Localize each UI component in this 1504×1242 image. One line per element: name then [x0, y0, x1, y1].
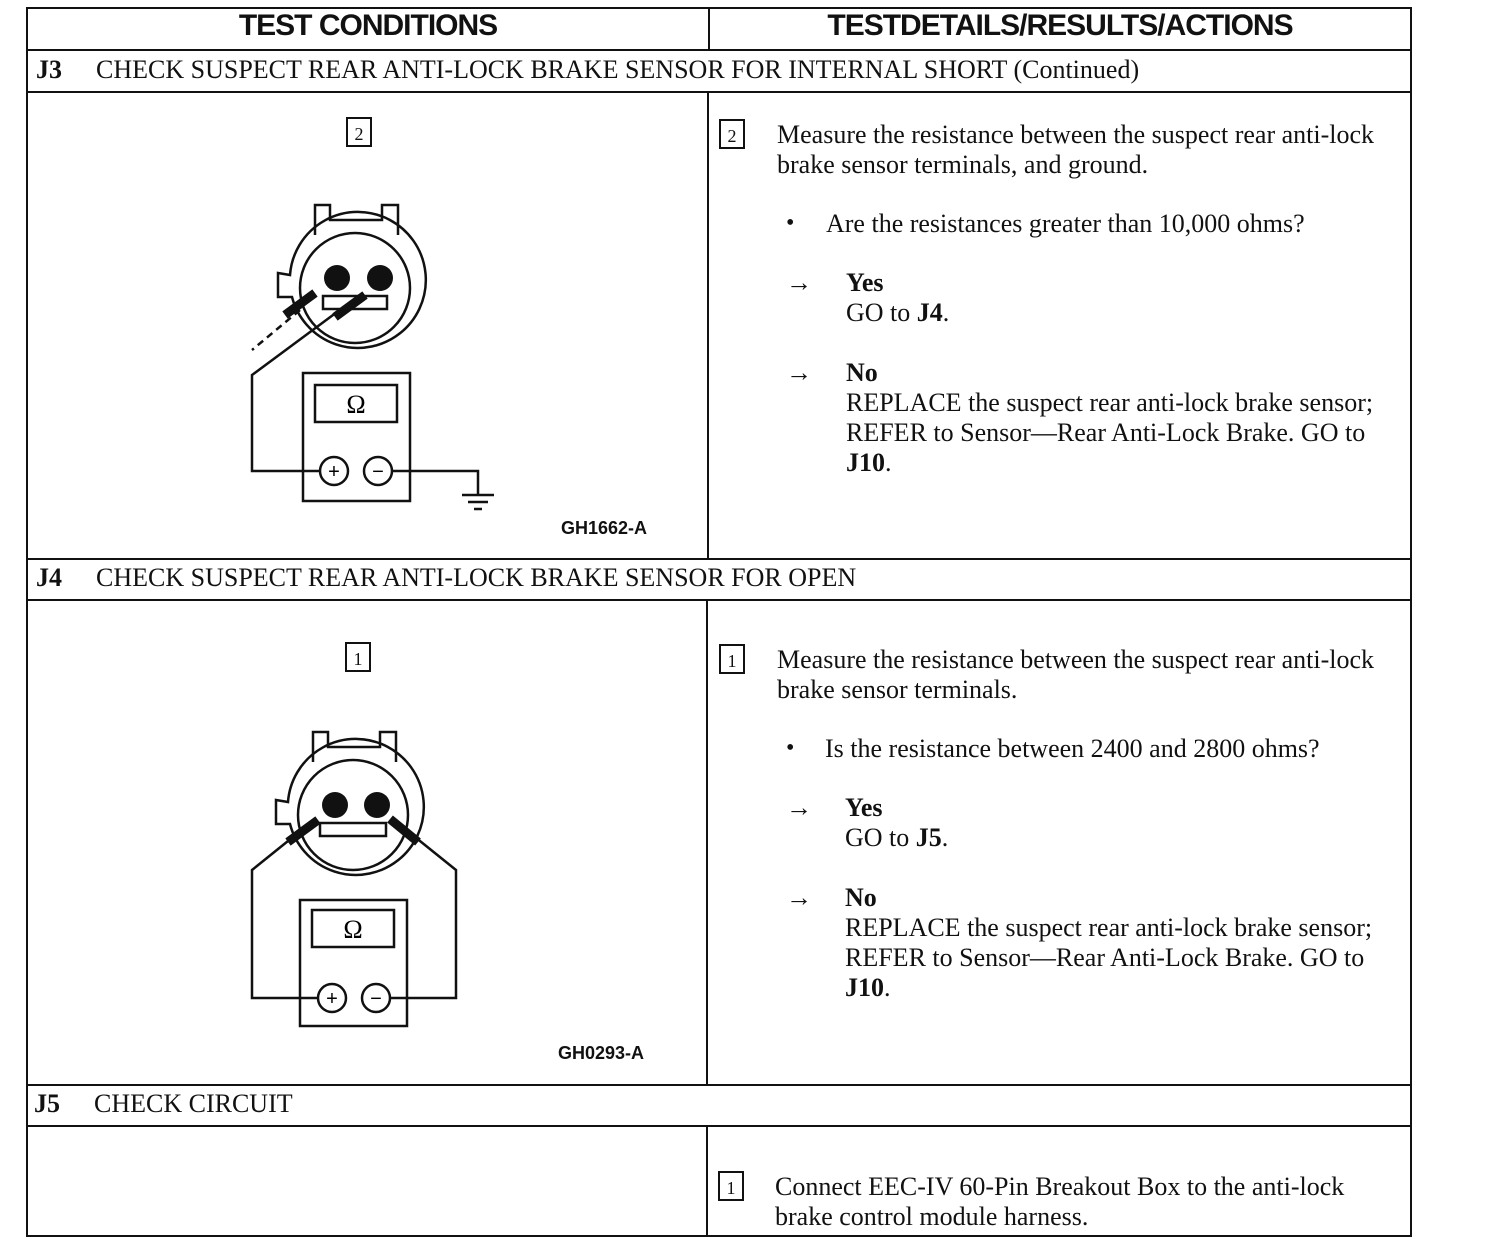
j4-figure-code: GH0293-A — [558, 1043, 645, 1063]
j5-section-title-text: CHECK CIRCUIT — [94, 1089, 293, 1118]
j3-yes-label: Yes — [846, 268, 884, 297]
j3-instruction: Measure the resistance between the suspe… — [777, 120, 1375, 179]
j4-yes-action-prefix: GO to — [845, 823, 916, 852]
j4-no-answer: No REPLACE the suspect rear anti-lock br… — [845, 883, 1395, 1003]
j3-meter-minus-symbol: − — [372, 461, 384, 483]
j4-instruction: Measure the resistance between the suspe… — [777, 645, 1375, 704]
j4-meter-plus-symbol: + — [326, 988, 338, 1010]
j4-column-divider — [706, 599, 708, 1085]
j5-step-box: 1 — [718, 1171, 744, 1201]
j3-figure-step-box: 2 — [346, 117, 372, 147]
j4-meter-display-symbol: Ω — [343, 915, 362, 944]
header-test-details: TESTDETAILS/RESULTS/ACTIONS — [827, 9, 1293, 42]
j5-instruction: Connect EEC-IV 60-Pin Breakout Box to th… — [775, 1172, 1345, 1231]
j4-yes-label: Yes — [845, 793, 883, 822]
j4-section-title-text: CHECK SUSPECT REAR ANTI-LOCK BRAKE SENSO… — [96, 563, 857, 592]
j3-sensor-ohmmeter-diagram: Ω + − — [250, 203, 494, 511]
j4-title-bottom-border — [26, 599, 1412, 601]
j3-yes-action-period: . — [942, 298, 950, 327]
j3-question: Are the resistances greater than 10,000 … — [826, 209, 1305, 238]
j4-yes-action-period: . — [941, 823, 949, 852]
j4-yes-answer: Yes GO to J5. — [845, 793, 948, 853]
j3-yes-action-prefix: GO to — [846, 298, 917, 327]
j3-figure-code: GH1662-A — [561, 518, 648, 538]
j3-no-action: REPLACE the suspect rear anti-lock brake… — [846, 388, 1374, 447]
j4-no-action: REPLACE the suspect rear anti-lock brake… — [845, 913, 1373, 972]
j5-title-bottom-border — [26, 1125, 1412, 1127]
j3-yes-arrow: → — [786, 268, 812, 297]
j4-section-id: J4 — [36, 563, 62, 592]
j4-meter-minus-symbol: − — [370, 988, 382, 1010]
j3-meter-display-symbol: Ω — [346, 390, 365, 419]
j3-no-arrow: → — [786, 358, 812, 387]
j4-no-arrow: → — [786, 883, 812, 912]
j4-no-action-ref: J10 — [845, 973, 884, 1002]
j3-column-divider — [707, 91, 709, 559]
j4-question: Is the resistance between 2400 and 2800 … — [825, 734, 1320, 763]
j3-yes-action-ref: J4 — [916, 298, 943, 327]
j4-no-action-period: . — [884, 973, 891, 1002]
j5-column-divider — [706, 1125, 708, 1237]
j5-title-top-border — [26, 1084, 1412, 1086]
table-left-border — [26, 7, 28, 1237]
j4-figure-step-box: 1 — [345, 642, 371, 672]
j4-title-top-border — [26, 558, 1412, 560]
j4-section-title: J4 CHECK SUSPECT REAR ANTI-LOCK BRAKE SEN… — [36, 563, 856, 593]
j4-yes-action-ref: J5 — [915, 823, 942, 852]
header-test-conditions: TEST CONDITIONS — [238, 9, 498, 42]
j3-bullet: • — [786, 210, 795, 236]
j5-section-id: J5 — [34, 1089, 60, 1118]
j3-section-id: J3 — [36, 55, 62, 84]
j4-sensor-ohmmeter-diagram: Ω + − — [250, 730, 458, 1028]
j3-title-bottom-border — [26, 91, 1412, 93]
j4-step-box: 1 — [719, 644, 745, 674]
j4-yes-arrow: → — [786, 793, 812, 822]
j3-no-label: No — [846, 358, 878, 387]
j3-no-answer: No REPLACE the suspect rear anti-lock br… — [846, 358, 1396, 478]
header-column-divider — [708, 7, 710, 50]
j3-yes-answer: Yes GO to J4. — [846, 268, 949, 328]
j3-step-box: 2 — [719, 119, 745, 149]
j5-section-title: J5 CHECK CIRCUIT — [34, 1089, 293, 1119]
j3-section-title: J3 CHECK SUSPECT REAR ANTI-LOCK BRAKE SEN… — [36, 55, 1139, 85]
table-bottom-border — [26, 1235, 1412, 1237]
j3-section-title-text: CHECK SUSPECT REAR ANTI-LOCK BRAKE SENSO… — [96, 55, 1140, 84]
j4-no-label: No — [845, 883, 877, 912]
table-top-border — [26, 7, 1412, 9]
header-bottom-border — [26, 49, 1412, 51]
j3-meter-plus-symbol: + — [328, 461, 340, 483]
table-right-border — [1410, 7, 1412, 1237]
j3-no-action-period: . — [885, 448, 892, 477]
j4-bullet: • — [786, 735, 795, 761]
j3-no-action-ref: J10 — [846, 448, 885, 477]
